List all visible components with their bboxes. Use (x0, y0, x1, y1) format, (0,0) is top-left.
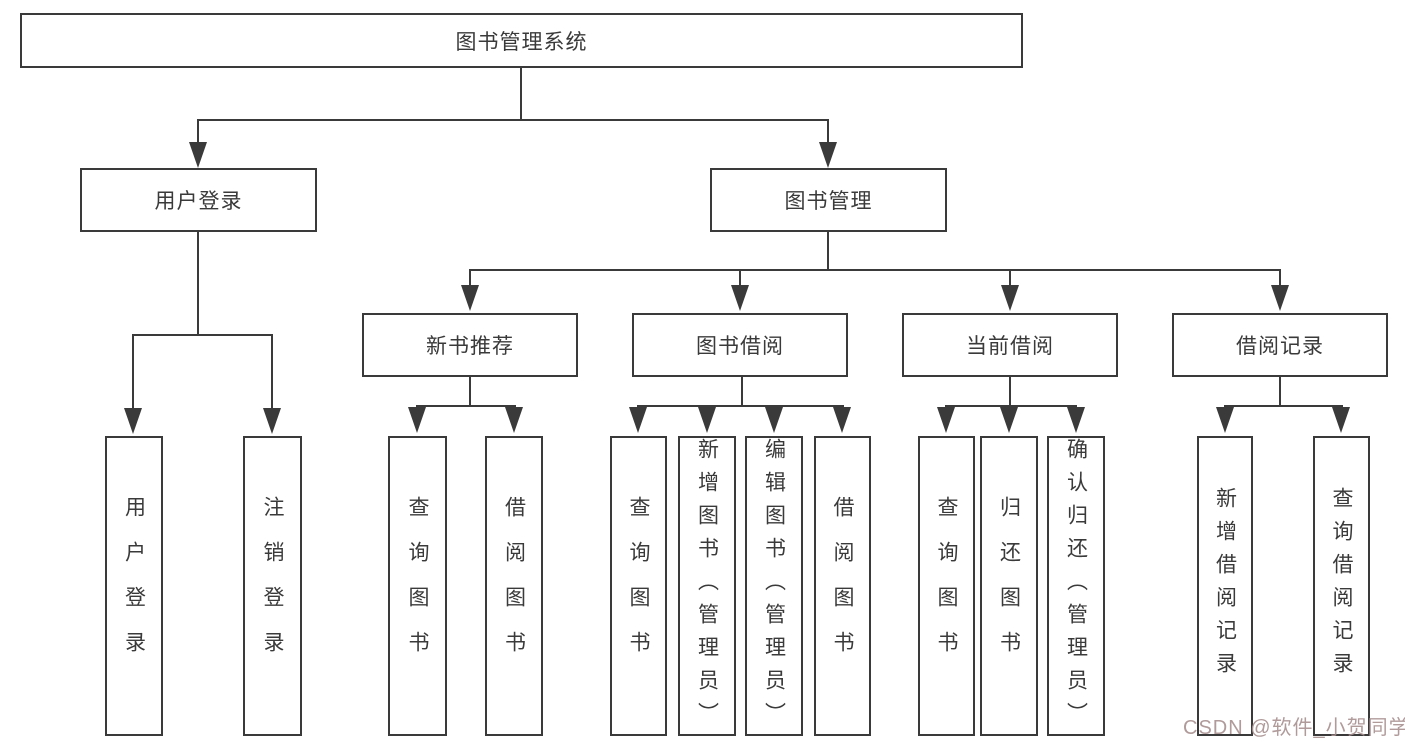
leaf-query-books: 查询图书 (388, 436, 447, 736)
connector-hline (132, 334, 273, 336)
connector-hline (469, 269, 1281, 271)
node-label: 图书借阅 (696, 335, 784, 358)
arrow-down-icon (1001, 285, 1019, 311)
node-label: 新增图书（管理员） (695, 438, 719, 735)
node-label: 编辑图书（管理员） (762, 438, 786, 735)
arrow-down-icon (629, 407, 647, 433)
node-label: 借阅图书 (502, 496, 526, 676)
connector-vline (739, 269, 741, 287)
leaf-query-books: 查询图书 (610, 436, 667, 736)
connector-vline (271, 334, 273, 410)
leaf-add-books-admin: 新增图书（管理员） (678, 436, 736, 736)
connector-vline (520, 67, 522, 120)
node-label: 用户登录 (154, 190, 243, 213)
leaf-add-borrow-record: 新增借阅记录 (1197, 436, 1253, 736)
leaf-confirm-return-admin: 确认归还（管理员） (1047, 436, 1105, 736)
node-book-borrow: 图书借阅 (632, 313, 848, 377)
node-current-borrow: 当前借阅 (902, 313, 1118, 377)
arrow-down-icon (1216, 407, 1234, 433)
arrow-down-icon (731, 285, 749, 311)
leaf-return-books: 归还图书 (980, 436, 1038, 736)
connector-vline (197, 119, 199, 144)
arrow-down-icon (698, 407, 716, 433)
node-label: 图书管理 (784, 190, 873, 213)
node-label: 借阅图书 (831, 496, 854, 676)
connector-hline (945, 405, 1077, 407)
connector-vline (827, 119, 829, 144)
node-library-management-system: 图书管理系统 (20, 13, 1023, 68)
node-label: 归还图书 (997, 496, 1021, 676)
leaf-user-login: 用户登录 (105, 436, 163, 736)
node-label: 当前借阅 (966, 335, 1054, 358)
node-label: 新书推荐 (426, 335, 514, 358)
connector-hline (197, 119, 829, 121)
connector-hline (1224, 405, 1343, 407)
connector-vline (1009, 376, 1011, 407)
node-label: 查询图书 (627, 496, 650, 676)
connector-hline (637, 405, 844, 407)
arrow-down-icon (124, 408, 142, 434)
node-label: 查询图书 (935, 496, 958, 676)
connector-vline (827, 231, 829, 271)
arrow-down-icon (819, 142, 837, 168)
leaf-logout: 注销登录 (243, 436, 302, 736)
connector-vline (469, 376, 471, 407)
connector-vline (1009, 269, 1011, 287)
node-label: 图书管理系统 (455, 30, 588, 54)
node-label: 用户登录 (122, 496, 146, 676)
connector-vline (1279, 376, 1281, 407)
node-label: 注销登录 (261, 496, 284, 676)
arrow-down-icon (461, 285, 479, 311)
arrow-down-icon (408, 407, 426, 433)
connector-vline (1279, 269, 1281, 287)
node-borrow-records: 借阅记录 (1172, 313, 1388, 377)
connector-hline (416, 405, 516, 407)
node-label: 查询图书 (406, 496, 429, 676)
arrow-down-icon (937, 407, 955, 433)
arrow-down-icon (505, 407, 523, 433)
node-book-management: 图书管理 (710, 168, 947, 232)
leaf-query-borrow-record: 查询借阅记录 (1313, 436, 1370, 736)
node-user-login: 用户登录 (80, 168, 317, 232)
node-label: 确认归还（管理员） (1064, 438, 1088, 735)
connector-vline (132, 334, 134, 410)
node-label: 新增借阅记录 (1213, 487, 1237, 685)
arrow-down-icon (263, 408, 281, 434)
leaf-edit-books-admin: 编辑图书（管理员） (745, 436, 803, 736)
arrow-down-icon (833, 407, 851, 433)
connector-vline (469, 269, 471, 287)
node-label: 借阅记录 (1236, 335, 1324, 358)
leaf-borrow-books: 借阅图书 (485, 436, 543, 736)
arrow-down-icon (189, 142, 207, 168)
arrow-down-icon (1000, 407, 1018, 433)
arrow-down-icon (1067, 407, 1085, 433)
connector-vline (741, 376, 743, 407)
arrow-down-icon (765, 407, 783, 433)
node-label: 查询借阅记录 (1330, 487, 1353, 685)
arrow-down-icon (1332, 407, 1350, 433)
csdn-watermark: CSDN @软件_小贺同学 (1183, 717, 1405, 739)
leaf-borrow-books: 借阅图书 (814, 436, 871, 736)
arrow-down-icon (1271, 285, 1289, 311)
node-new-book-recommend: 新书推荐 (362, 313, 578, 377)
leaf-query-books: 查询图书 (918, 436, 975, 736)
connector-vline (197, 231, 199, 335)
